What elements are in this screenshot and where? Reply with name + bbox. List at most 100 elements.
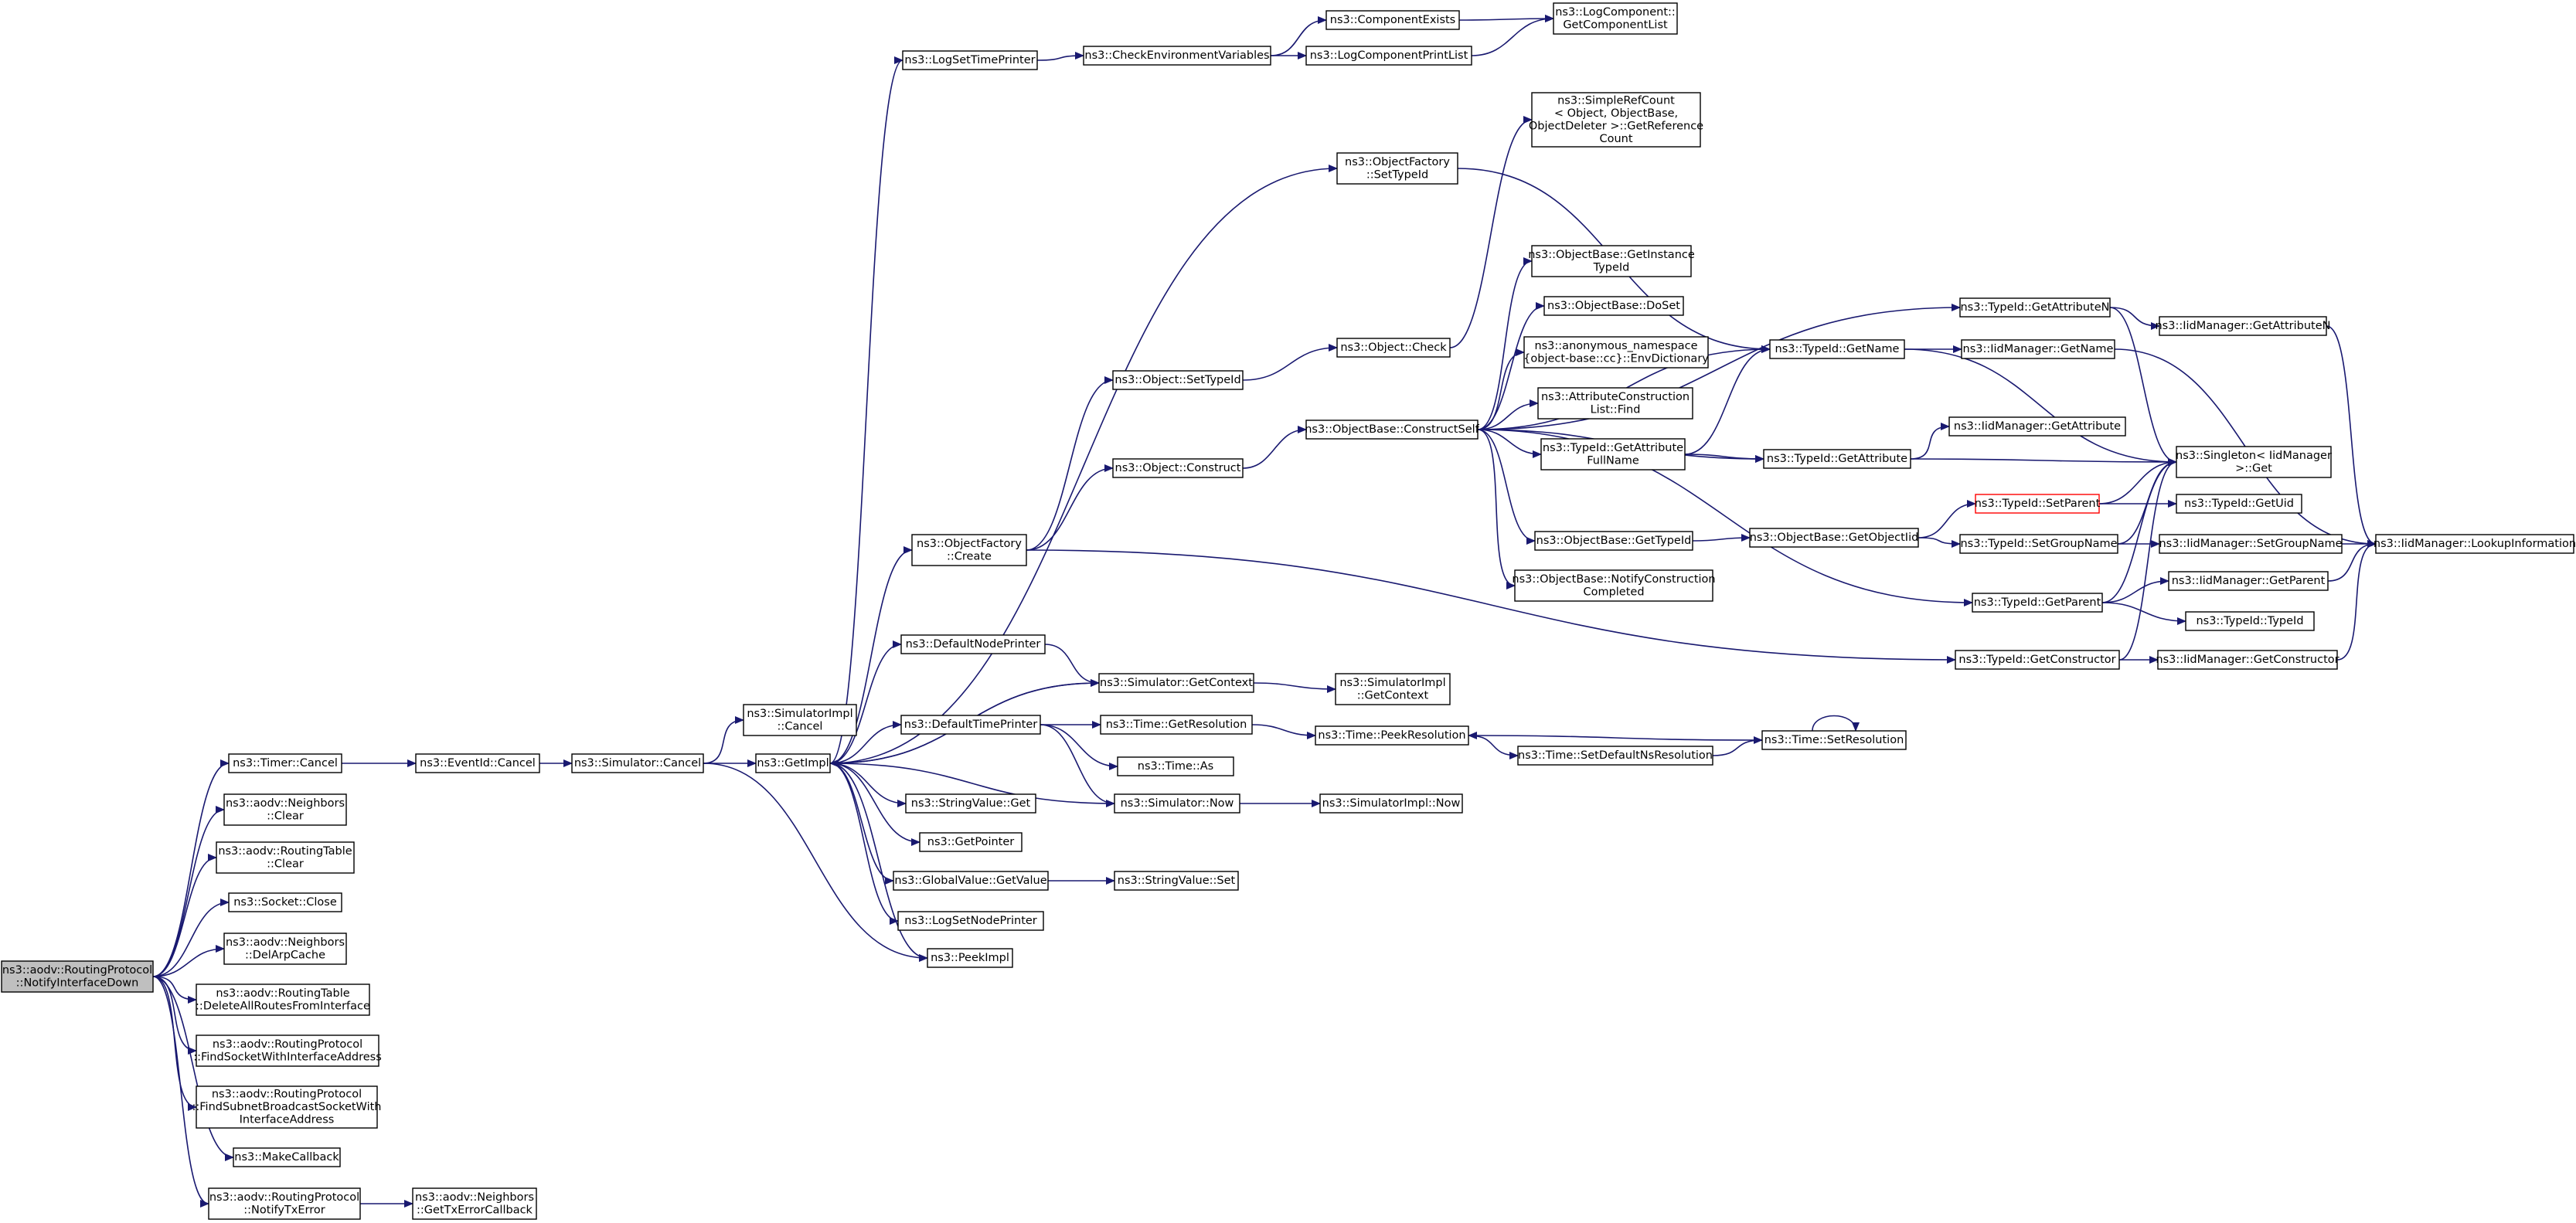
node-simimpl-now[interactable]: ns3::SimulatorImpl::Now [1319,793,1463,814]
node-label: < Object, ObjectBase, [1554,107,1678,120]
node-rp-findsock[interactable]: ns3::aodv::RoutingProtocol::FindSocketWi… [193,1034,382,1067]
node-globalvalue-getvalue[interactable]: ns3::GlobalValue::GetValue [893,871,1049,891]
node-box [223,793,347,826]
node-nb-clear[interactable]: ns3::aodv::Neighbors::Clear [223,793,347,826]
node-stringvalue-get[interactable]: ns3::StringValue::Get [905,793,1036,814]
node-label: ns3::LogSetNodePrinter [904,915,1037,927]
node-timer-cancel[interactable]: ns3::Timer::Cancel [228,753,342,773]
node-singleton-get[interactable]: ns3::Singleton< IidManager>::Get [2176,446,2332,478]
node-sim-now[interactable]: ns3::Simulator::Now [1114,793,1240,814]
node-label: ns3::Time::SetDefaultNsResolution [1518,749,1713,762]
edge-root-to-socket-close [152,899,230,977]
node-peekimpl[interactable]: ns3::PeekImpl [927,948,1013,968]
node-time-setresolution[interactable]: ns3::Time::SetResolution [1761,730,1907,750]
node-box [1531,92,1701,148]
node-defaultnodeprinter[interactable]: ns3::DefaultNodePrinter [900,634,1046,654]
node-getobjectiid[interactable]: ns3::ObjectBase::GetObjectIid [1749,528,1919,548]
node-typeid-getconstructor[interactable]: ns3::TypeId::GetConstructor [1955,650,2120,670]
node-iid-getparent[interactable]: ns3::IidManager::GetParent [2168,571,2329,591]
node-label: ::Cancel [778,720,823,732]
node-logsetnodeprinter[interactable]: ns3::LogSetNodePrinter [897,911,1044,931]
node-simplerefcount[interactable]: ns3::SimpleRefCount< Object, ObjectBase,… [1529,92,1703,148]
node-simimpl-cancel[interactable]: ns3::SimulatorImpl::Cancel [743,704,857,736]
edge-time-getresolution-to-time-peekresolution [1251,724,1316,739]
node-typeid-getparent[interactable]: ns3::TypeId::GetParent [1972,593,2103,613]
node-label: ns3::TypeId::GetName [1775,343,1900,355]
node-label: ns3::Object::SetTypeId [1114,374,1240,386]
node-iid-setgroupname[interactable]: ns3::IidManager::SetGroupName [2159,534,2343,554]
node-doset[interactable]: ns3::ObjectBase::DoSet [1543,296,1684,316]
node-iid-getname[interactable]: ns3::IidManager::GetName [1961,339,2115,359]
node-label: ns3::ObjectBase::DoSet [1547,300,1680,312]
node-sim-getcontext[interactable]: ns3::Simulator::GetContext [1098,673,1254,693]
node-getimpl[interactable]: ns3::GetImpl [755,753,831,773]
node-getcomplist[interactable]: ns3::LogComponent::GetComponentList [1553,2,1678,35]
node-label: ns3::Simulator::GetContext [1100,677,1253,689]
node-envdictionary[interactable]: ns3::anonymous_namespace{object-base::cc… [1523,336,1709,369]
node-box [755,753,831,773]
node-stringvalue-set[interactable]: ns3::StringValue::Set [1114,871,1239,891]
edge-getattrfullname-to-typeid-getname [1684,345,1771,455]
node-label: >::Get [2235,462,2272,474]
node-logsettimeprinter[interactable]: ns3::LogSetTimePrinter [902,50,1038,70]
node-logcompprintlist[interactable]: ns3::LogComponentPrintList [1305,46,1472,66]
node-objfactory-create[interactable]: ns3::ObjectFactory::Create [911,534,1027,566]
edge-objfactory-create-to-object-settypeid [1026,376,1114,551]
node-box [893,871,1049,891]
node-ob-gettypeid[interactable]: ns3::ObjectBase::GetTypeId [1534,531,1693,551]
node-label: ::GetTxErrorCallback [417,1204,533,1216]
node-socket-close[interactable]: ns3::Socket::Close [228,892,342,912]
node-typeid-getuid[interactable]: ns3::TypeId::GetUid [2176,494,2302,514]
node-object-check[interactable]: ns3::Object::Check [1336,338,1451,358]
node-box [1534,531,1693,551]
node-rt-delall[interactable]: ns3::aodv::RoutingTable::DeleteAllRoutes… [196,983,370,1016]
node-compexists[interactable]: ns3::ComponentExists [1325,10,1460,30]
node-typeid-setparent[interactable]: ns3::TypeId::SetParent [1975,494,2101,514]
node-typeid-getattribute[interactable]: ns3::TypeId::GetAttribute [1763,449,1911,469]
node-box [571,753,704,773]
node-simimpl-getcontext[interactable]: ns3::SimulatorImpl::GetContext [1335,673,1451,705]
node-box [223,933,347,965]
node-object-construct[interactable]: ns3::Object::Construct [1112,458,1244,478]
node-nb-gettx[interactable]: ns3::aodv::Neighbors::GetTxErrorCallback [412,1187,537,1220]
node-label: ns3::IidManager::GetAttributeN [2155,320,2330,332]
node-iid-getconstructor[interactable]: ns3::IidManager::GetConstructor [2156,650,2339,670]
node-typeid-getname[interactable]: ns3::TypeId::GetName [1769,339,1905,359]
node-nb-delarp[interactable]: ns3::aodv::Neighbors::DelArpCache [223,933,347,965]
node-eventid-cancel[interactable]: ns3::EventId::Cancel [415,753,540,773]
node-notifyconstructioncompleted[interactable]: ns3::ObjectBase::NotifyConstructionCompl… [1512,569,1716,602]
node-box [1972,593,2103,613]
node-time-peekresolution[interactable]: ns3::Time::PeekResolution [1315,725,1469,746]
node-label: ns3::aodv::Neighbors [226,936,345,949]
node-defaulttimeprinter[interactable]: ns3::DefaultTimePrinter [900,715,1041,735]
node-checkenv[interactable]: ns3::CheckEnvironmentVariables [1083,46,1271,66]
node-rp-notifytx[interactable]: ns3::aodv::RoutingProtocol::NotifyTxErro… [208,1187,361,1220]
node-label: ns3::Time::As [1138,760,1213,773]
node-time-getresolution[interactable]: ns3::Time::GetResolution [1100,715,1253,735]
node-time-as[interactable]: ns3::Time::As [1117,756,1234,776]
node-lookupinfo[interactable]: ns3::IidManager::LookupInformation [2374,534,2576,554]
node-makecallback[interactable]: ns3::MakeCallback [233,1147,341,1167]
node-label: ns3::ObjectBase::GetTypeId [1536,535,1692,547]
node-object-settypeid[interactable]: ns3::Object::SetTypeId [1112,370,1244,390]
node-box [1315,725,1469,746]
node-constructself[interactable]: ns3::ObjectBase::ConstructSelf [1305,420,1480,440]
node-label: {object-base::cc}::EnvDictionary [1523,352,1709,365]
node-iid-getattributen[interactable]: ns3::IidManager::GetAttributeN [2155,316,2331,336]
node-root[interactable]: ns3::aodv::RoutingProtocol::NotifyInterf… [1,960,154,993]
edge-logsettimeprinter-to-checkenv [1036,52,1084,61]
node-rp-findsubnet[interactable]: ns3::aodv::RoutingProtocol::FindSubnetBr… [192,1085,382,1129]
node-sim-cancel[interactable]: ns3::Simulator::Cancel [571,753,704,773]
node-label: ns3::LogComponentPrintList [1310,49,1468,62]
node-rt-clear[interactable]: ns3::aodv::RoutingTable::Clear [216,841,355,874]
node-typeid-typeid[interactable]: ns3::TypeId::TypeId [2185,611,2315,631]
node-objfactory-settypeid[interactable]: ns3::ObjectFactory::SetTypeId [1336,152,1458,185]
node-getpointer[interactable]: ns3::GetPointer [919,832,1023,852]
node-iid-getattribute[interactable]: ns3::IidManager::GetAttribute [1948,416,2126,437]
node-typeid-getattributen[interactable]: ns3::TypeId::GetAttributeN [1959,297,2111,318]
node-typeid-setgroupname[interactable]: ns3::TypeId::SetGroupName [1959,534,2118,554]
node-time-setdefaultns[interactable]: ns3::Time::SetDefaultNsResolution [1517,746,1713,766]
